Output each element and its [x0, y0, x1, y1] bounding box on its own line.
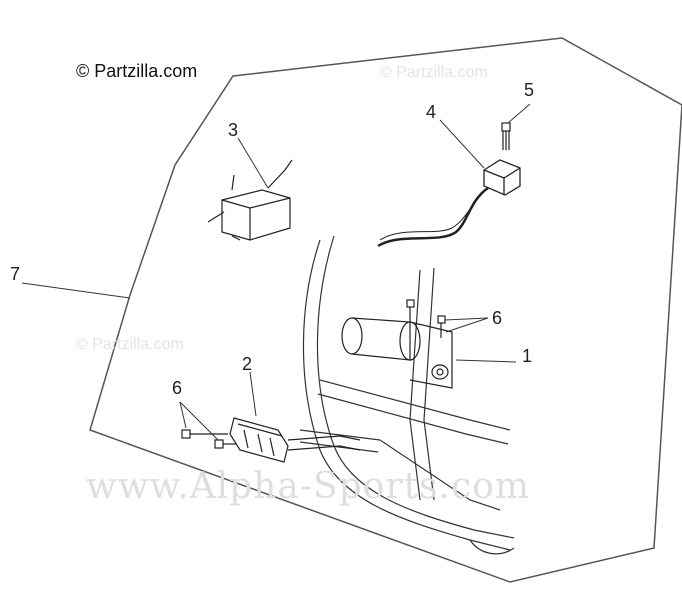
leader-3 [237, 137, 269, 189]
leader-6a-2 [179, 401, 219, 441]
watermark-top: © Partzilla.com [380, 64, 488, 81]
watermark-alpha: www.Alpha-Sports.com [86, 466, 530, 507]
part-6-bolts-motor [406, 299, 446, 338]
leader-6a-1 [179, 401, 187, 429]
callout-6-motor: 6 [492, 308, 503, 328]
leader-6b-2 [445, 317, 489, 333]
part-6-bolts-bracket [181, 429, 236, 449]
leader-1 [455, 359, 517, 363]
frame-structure [299, 235, 515, 555]
watermark-mid: © Partzilla.com [76, 336, 184, 353]
leader-5 [507, 103, 531, 124]
callout-7: 7 [10, 264, 21, 284]
callout-4: 4 [426, 102, 437, 122]
leader-4 [439, 119, 485, 169]
copyright-notice: © Partzilla.com [76, 61, 198, 81]
leader-2 [249, 371, 257, 417]
part-3-relay [207, 159, 293, 241]
part-2-bracket [229, 417, 361, 463]
part-5-bolt [501, 122, 511, 150]
part-4-switch [377, 159, 521, 248]
leader-7 [21, 282, 131, 299]
callout-3: 3 [228, 120, 239, 140]
callout-1: 1 [522, 346, 533, 366]
callout-2: 2 [242, 354, 253, 374]
assembly-outline [89, 37, 682, 583]
callout-5: 5 [524, 80, 535, 100]
leader-6b-1 [444, 317, 489, 321]
part-1-motor [341, 317, 453, 389]
callout-6-bracket: 6 [172, 378, 183, 398]
